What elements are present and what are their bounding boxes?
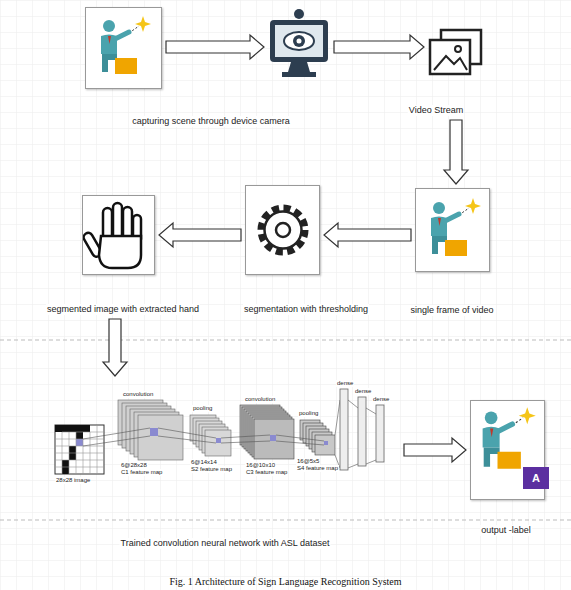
camera-icon-node	[268, 8, 330, 80]
divider-line	[0, 340, 571, 341]
layer-label: pooling	[192, 405, 213, 412]
box-fill	[415, 188, 490, 272]
camera-icon	[270, 9, 328, 77]
layer-label: dense	[354, 388, 372, 395]
cnn-illustration	[55, 389, 384, 474]
video-stream-node: Video Stream	[428, 28, 484, 86]
step-caption: segmented image with extracted hand	[46, 304, 200, 315]
box-fill	[85, 7, 162, 89]
flow-arrow	[334, 35, 424, 59]
flow-arrow	[103, 319, 127, 376]
box-fill	[82, 195, 155, 275]
picture-icon	[430, 30, 481, 74]
layer-label: convolution	[244, 396, 276, 403]
flow-arrow	[159, 223, 241, 247]
figure-caption: Fig. 1 Architecture of Sign Language Rec…	[0, 576, 571, 588]
flow-arrow	[324, 223, 411, 247]
frame-box: single frame of video	[415, 188, 490, 272]
person-icon	[101, 16, 151, 74]
flow-arrow	[166, 35, 264, 59]
label-badge: A	[523, 467, 549, 489]
segmentation-box: segmentation with thresholding	[245, 185, 320, 275]
layer-label: pooling	[298, 410, 319, 417]
flow-arrow	[444, 120, 468, 184]
output-box: output -labelA	[470, 400, 545, 500]
step-caption: output -label	[480, 525, 532, 536]
hand-icon	[82, 203, 141, 268]
step-caption: capturing scene through device camera	[131, 116, 291, 127]
layer-label: dense	[372, 396, 390, 403]
layer-label: convolution	[122, 391, 154, 398]
label-letter: A	[523, 467, 549, 489]
layer-label: S4 feature map	[296, 465, 339, 472]
layer-label: 6@28x28	[120, 462, 148, 469]
layer-label: C1 feature map	[120, 469, 163, 476]
layer-label: dense	[336, 380, 354, 387]
step-caption: segmentation with thresholding	[243, 304, 369, 315]
step-caption: single frame of video	[409, 305, 494, 316]
divider-line	[0, 520, 571, 521]
layer-label: 16@5x5	[296, 458, 320, 465]
step-caption: Video Stream	[408, 105, 464, 116]
person-icon	[483, 407, 536, 469]
layer-label: 16@10x10	[245, 462, 276, 469]
camera-scene-box: capturing scene through device camera	[85, 7, 162, 89]
layer-label: 6@14x14	[190, 459, 218, 466]
person-icon	[431, 198, 481, 256]
layer-label: S2 feature map	[190, 466, 233, 473]
cnn-node: Trained convolution neural network with …	[50, 380, 400, 508]
layer-label: 28x28 image	[55, 477, 91, 484]
box-fill	[245, 185, 320, 275]
layer-label: C3 feature map	[245, 469, 288, 476]
step-caption: Trained convolution neural network with …	[120, 538, 331, 549]
gear-icon	[261, 208, 305, 252]
hand-box: segmented image with extracted hand	[82, 195, 155, 275]
flow-arrow	[404, 438, 466, 462]
